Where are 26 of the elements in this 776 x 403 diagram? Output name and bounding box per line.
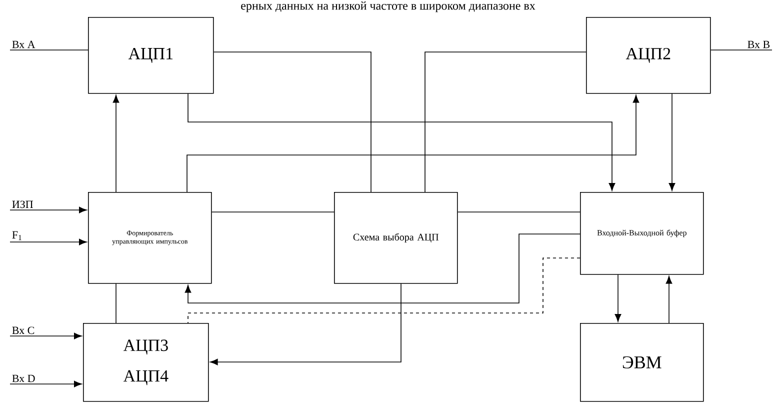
- computer-box: ЭВМ: [580, 323, 704, 402]
- converter-box: АЦП3 АЦП4: [83, 323, 209, 402]
- arrow: [184, 234, 580, 304]
- signal-label: F$_{1}$: [12, 231, 22, 240]
- heading-text: ерных данных на низкой частоте в широком диапазоне вх: [241, 1, 536, 12]
- signal-label: Вх D: [12, 374, 35, 382]
- arrow: [112, 95, 120, 192]
- converter-box: АЦП1: [88, 17, 214, 94]
- arrow: [210, 283, 402, 366]
- signal-label: Вх A: [12, 40, 36, 48]
- arrow: [668, 93, 676, 191]
- connector-line: [188, 258, 580, 324]
- signal-label: Вх C: [12, 326, 34, 334]
- buffer-box: Входной-Выходной буфер: [580, 192, 704, 275]
- arrow: [10, 332, 82, 340]
- arrow: [10, 206, 87, 214]
- process-box: Схема выбора АЦП: [334, 192, 458, 284]
- arrow: [10, 238, 87, 246]
- arrow: [10, 380, 82, 388]
- connector-line: [213, 52, 372, 192]
- signal-label: ИЗП: [12, 200, 33, 208]
- converter-box: АЦП2: [586, 17, 711, 94]
- connector-line: [424, 52, 586, 192]
- arrow: [614, 274, 622, 322]
- signal-label: Вх B: [748, 40, 770, 48]
- arrow: [666, 276, 672, 324]
